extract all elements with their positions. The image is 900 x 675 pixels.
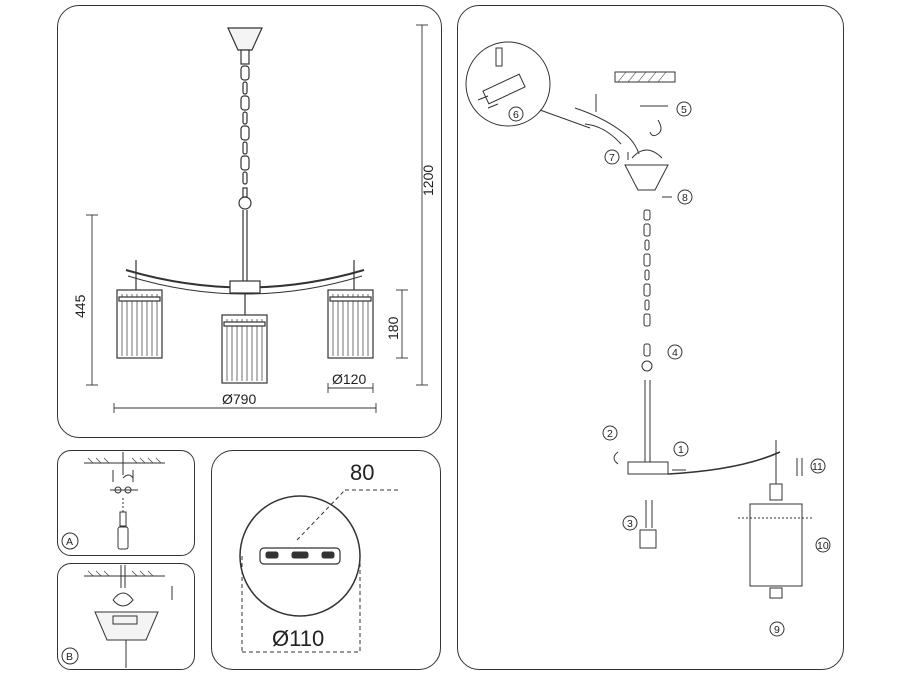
dimension-drawing-panel	[57, 5, 442, 438]
detail-a-panel	[57, 450, 195, 556]
detail-b-panel	[57, 563, 195, 670]
mounting-plate-panel	[211, 450, 441, 670]
assembly-panel	[457, 5, 844, 670]
